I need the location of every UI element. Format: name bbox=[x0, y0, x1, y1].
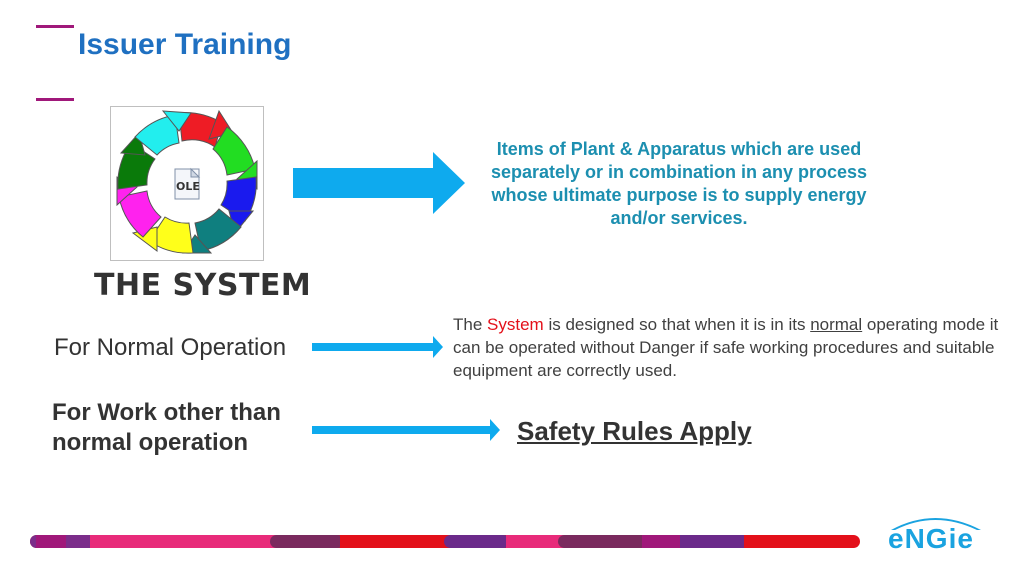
cycle-arrows-icon bbox=[116, 109, 258, 254]
ole-icon-label: OLE bbox=[176, 180, 200, 193]
normal-operation-description: The System is designed so that when it i… bbox=[453, 315, 999, 380]
big-arrow-icon bbox=[293, 152, 465, 214]
footer-color-bar bbox=[30, 535, 860, 548]
work-arrow-icon bbox=[312, 419, 500, 441]
system-title: THE SYSTEM bbox=[94, 268, 312, 303]
system-highlight: System bbox=[487, 315, 544, 334]
header-tick-top bbox=[36, 25, 74, 28]
normal-arrow-icon bbox=[312, 336, 443, 358]
engie-logo-arc-icon bbox=[891, 518, 981, 530]
cycle-diagram-image: OLE bbox=[110, 106, 264, 261]
system-definition-text: Items of Plant & Apparatus which are use… bbox=[490, 139, 868, 228]
normal-underlined: normal bbox=[810, 315, 863, 334]
engie-logo: eNGie bbox=[888, 523, 974, 554]
safety-rules-heading: Safety Rules Apply bbox=[517, 416, 752, 446]
header-tick-bottom bbox=[36, 98, 74, 101]
page-title: Issuer Training bbox=[78, 28, 292, 61]
normal-operation-label: For Normal Operation bbox=[54, 334, 287, 361]
